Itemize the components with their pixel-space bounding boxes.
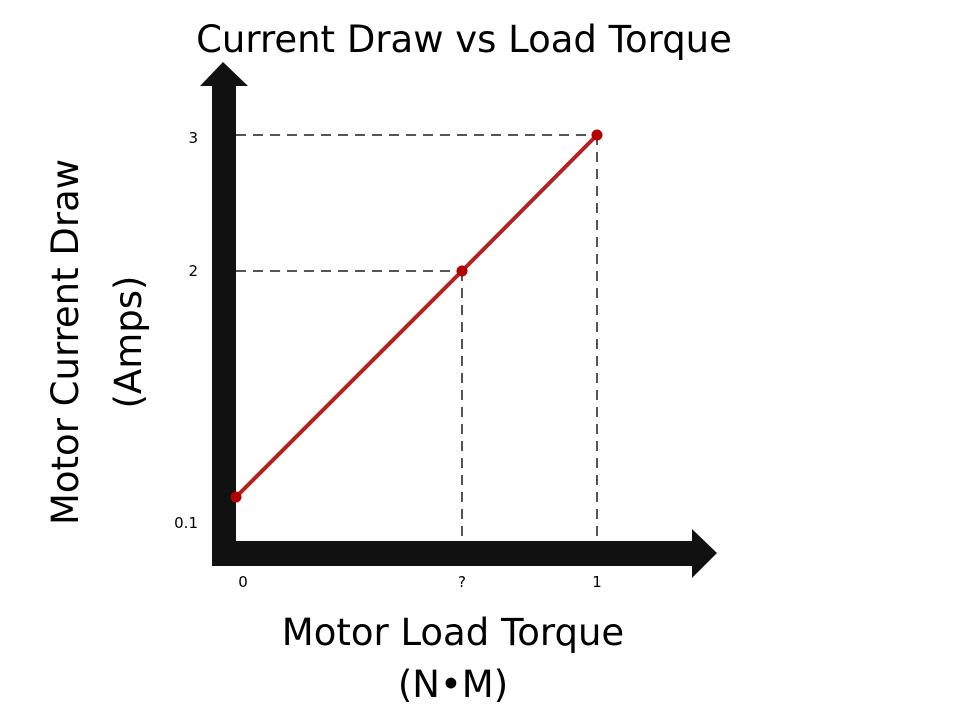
x-axis-label-line2: (N•M) [398,663,508,706]
y-axis-arrowhead [200,62,248,86]
y-axis-label-line1: Motor Current Draw [44,159,87,525]
chart-title: Current Draw vs Load Torque [196,18,732,61]
guide-lines [236,134,598,541]
y-tick-label: 3 [188,129,198,147]
x-axis [212,541,694,566]
series-line [234,133,599,499]
y-axis [212,85,236,566]
y-tick-label: 2 [188,262,198,280]
x-tick-label: ? [458,573,466,591]
series [230,129,603,503]
data-point [591,129,603,141]
x-tick-label: 1 [592,573,602,591]
y-tick-label: 0.1 [174,514,198,532]
x-tick-label: 0 [238,573,248,591]
x-axis-label-line1: Motor Load Torque [282,611,624,654]
y-axis-label-line2: (Amps) [107,276,150,409]
data-point [456,265,468,277]
x-axis-arrowhead [692,529,717,578]
data-point [230,491,242,503]
